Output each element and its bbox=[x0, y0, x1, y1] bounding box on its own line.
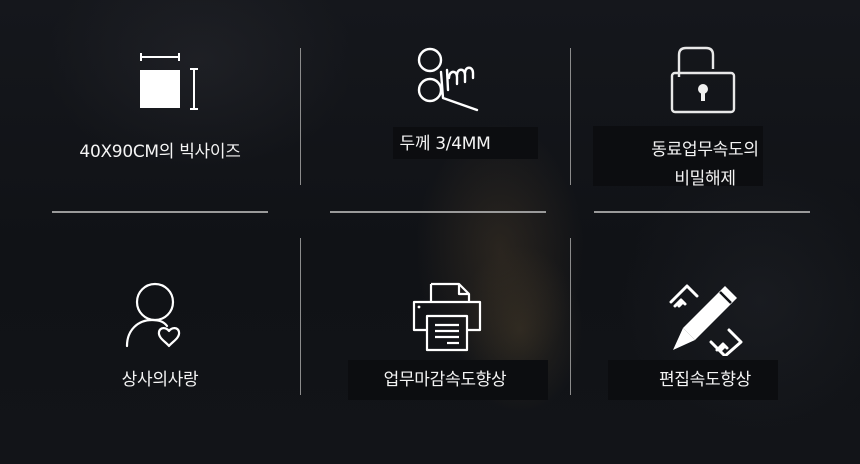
feature-label-line: 비밀해제 bbox=[674, 169, 736, 189]
feature-label-line: 동료업무속도의 bbox=[651, 140, 759, 160]
label-backdrop bbox=[393, 127, 538, 159]
label-backdrop bbox=[348, 360, 548, 400]
feature-thickness: 두께 3/4MM bbox=[325, 40, 565, 190]
divider-horizontal bbox=[594, 211, 810, 213]
printer-icon bbox=[411, 280, 483, 352]
divider-vertical bbox=[570, 48, 571, 185]
pencil-ruler-icon bbox=[667, 280, 747, 356]
feature-label-line: 상사의사랑 bbox=[121, 370, 199, 390]
divider-vertical bbox=[300, 48, 301, 185]
feature-size: 40X90CM의 빅사이즈 bbox=[40, 40, 280, 190]
divider-horizontal bbox=[330, 211, 546, 213]
divider-vertical bbox=[300, 238, 301, 395]
feature-editing: 편집속도향상 bbox=[585, 270, 825, 400]
feature-label: 40X90CM의 빅사이즈 bbox=[40, 138, 280, 167]
divider-vertical bbox=[570, 238, 571, 395]
feature-label-line: 편집속도향상 bbox=[658, 370, 752, 390]
feature-label-line: 40X90CM의 빅사이즈 bbox=[79, 142, 241, 162]
label-backdrop bbox=[593, 126, 763, 186]
size-dimension-icon bbox=[138, 48, 202, 112]
feature-boss-love: 상사의사랑 bbox=[40, 270, 280, 400]
person-heart-icon bbox=[122, 280, 186, 350]
unlocked-padlock-icon bbox=[670, 43, 740, 115]
feature-label: 상사의사랑 bbox=[40, 366, 280, 395]
feature-label: 두께 3/4MM bbox=[325, 130, 565, 159]
feature-deadline: 업무마감속도향상 bbox=[325, 270, 565, 400]
feature-label-line: 두께 3/4MM bbox=[399, 134, 491, 154]
label-backdrop bbox=[608, 360, 778, 400]
divider-horizontal bbox=[52, 211, 268, 213]
feature-label-line: 업무마감속도향상 bbox=[383, 370, 507, 390]
feature-unlock: 동료업무속도의 비밀해제 bbox=[585, 40, 825, 190]
thickness-mm-icon bbox=[413, 42, 493, 114]
feature-label: 동료업무속도의 비밀해제 bbox=[585, 136, 825, 194]
feature-label: 편집속도향상 bbox=[585, 366, 825, 395]
feature-label: 업무마감속도향상 bbox=[325, 366, 565, 395]
